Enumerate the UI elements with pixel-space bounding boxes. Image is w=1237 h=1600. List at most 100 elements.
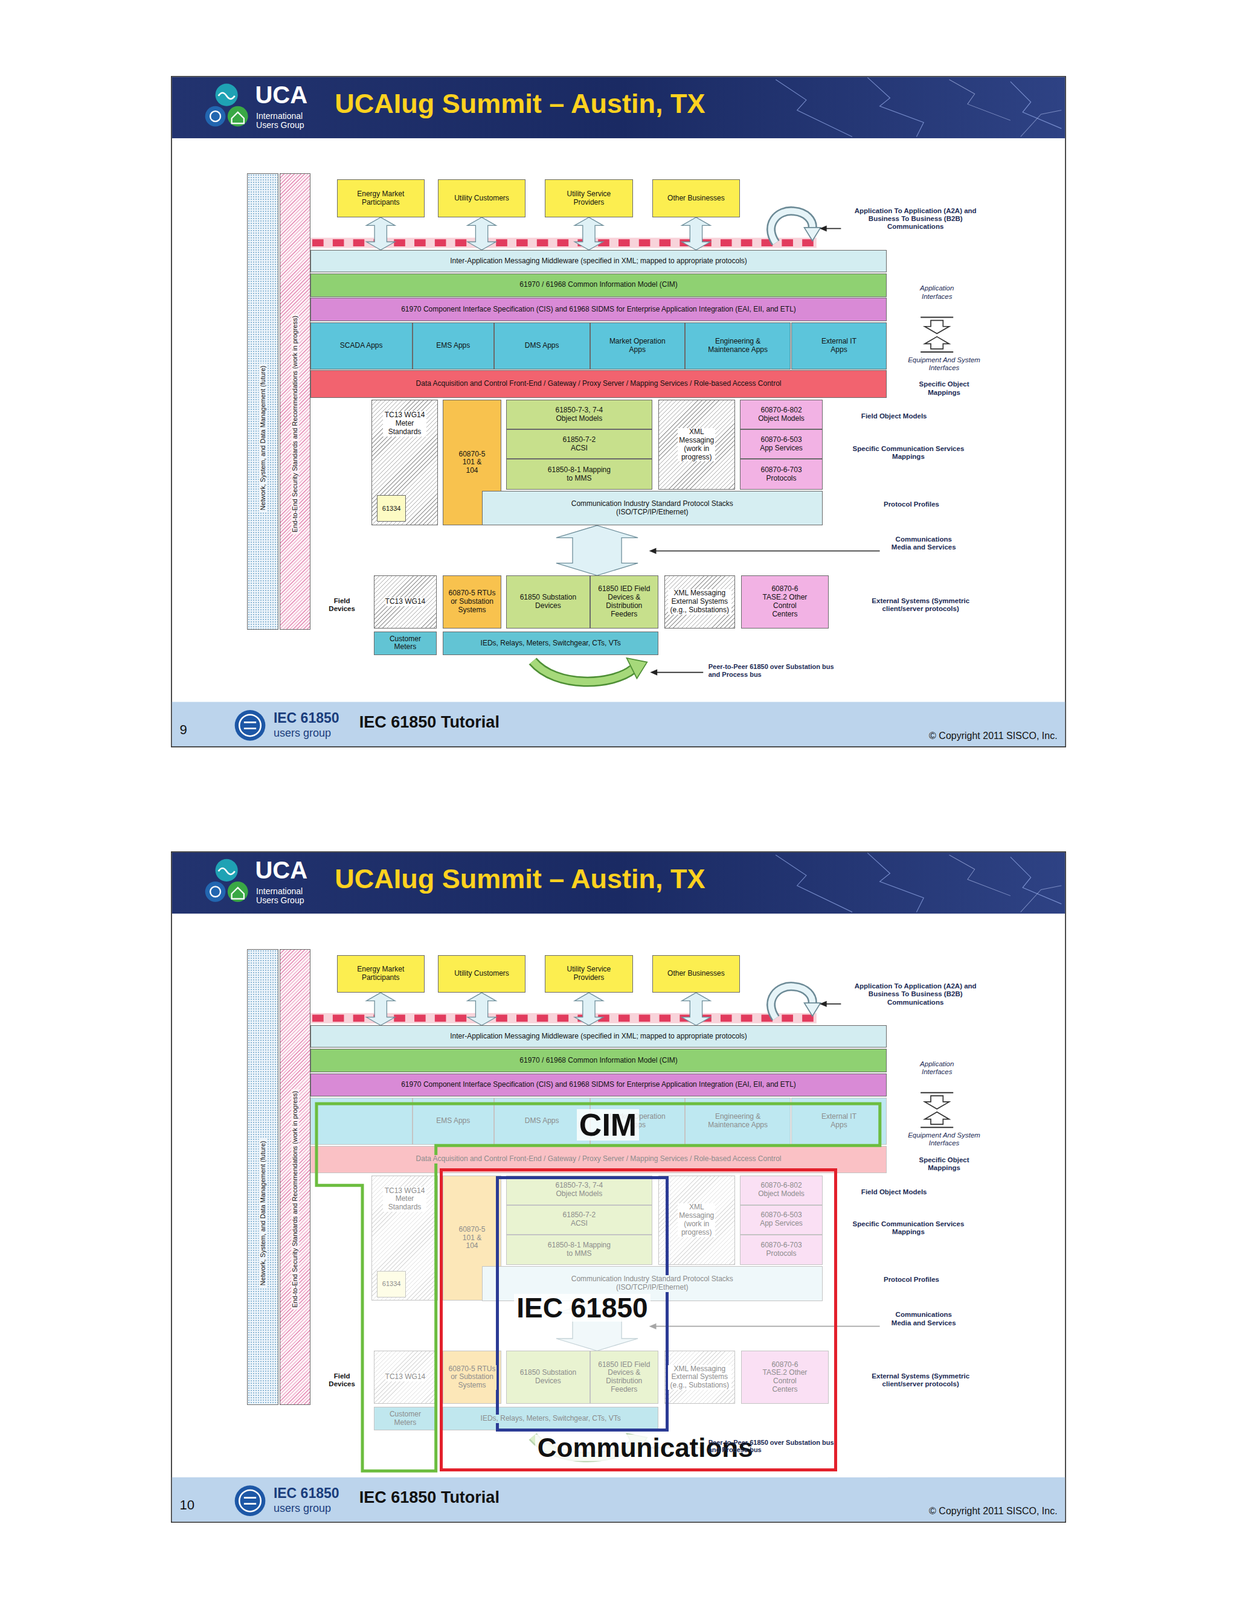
double-arrow [681, 217, 711, 251]
label-text: Application To Application (A2A) and Bus… [843, 982, 987, 1007]
label-text: 10 [179, 1499, 194, 1513]
node-text: 61850-7-3, 7-4 Object Models [549, 406, 610, 424]
label-box: © Copyright 2011 SISCO, Inc. [649, 730, 1058, 742]
label-box: International [256, 886, 303, 897]
label-box: Protocol Profiles [870, 1273, 952, 1285]
stakeholder-box: Utility Customers [437, 955, 526, 994]
standard-box: 61850-7-2 ACSI [506, 429, 653, 460]
node-text: IEDs, Relays, Meters, Switchgear, CTs, V… [480, 639, 621, 649]
protocol-stack-box: Communication Industry Standard Protocol… [481, 491, 823, 527]
node-text: 61850 IED Field Devices & Distribution F… [595, 1361, 653, 1395]
node-text: XML Messaging (work in progress) [677, 428, 716, 462]
node-text: 60870-6-503 App Services [758, 1211, 806, 1229]
node-text: 60870-6-802 Object Models [757, 1182, 806, 1199]
label-text: Communications Media and Services [885, 1311, 963, 1327]
node-text: 61850 Substation Devices [514, 1369, 582, 1387]
label-text: Equipment And System Interfaces [907, 1131, 981, 1148]
label-box: © Copyright 2011 SISCO, Inc. [649, 1506, 1058, 1518]
stakeholder-box: Utility Service Providers [544, 179, 633, 218]
standard-box: 61850-7-2 ACSI [506, 1205, 653, 1236]
node-text: Engineering & Maintenance Apps [701, 1113, 775, 1131]
cim-outline-shape [316, 1104, 881, 1472]
hatched-standard-box: XML Messaging External Systems (e.g., Su… [664, 1351, 736, 1405]
label-box: UCAIug Summit – Austin, TX [334, 89, 705, 118]
standard-box: 61850 Substation Devices [506, 575, 591, 629]
label-text: Specific Object Mappings [907, 1156, 981, 1173]
standard-box: 60870-6 TASE.2 Other Control Centers [741, 1351, 829, 1405]
label-text: Users Group [256, 120, 304, 130]
node-text: TC13 WG14 [385, 597, 426, 607]
node-text: Customer Meters [384, 635, 427, 653]
label-box: IEC 61850 Tutorial [359, 714, 500, 731]
node-text: Market Operation Apps [604, 337, 671, 355]
stakeholder-box: Utility Service Providers [544, 955, 633, 994]
node-text: TC13 WG14 [385, 1373, 426, 1382]
node-text: 60870-6-703 Protocols [757, 1241, 806, 1259]
label-text: Peer-to-Peer 61850 over Substation bus a… [708, 1439, 836, 1455]
device-box: IEDs, Relays, Meters, Switchgear, CTs, V… [442, 1407, 659, 1431]
band-text: Network, System, and Data Management (fu… [259, 363, 267, 513]
node-text: TC13 WG14 Meter Standards [382, 411, 427, 437]
label-text: Application To Application (A2A) and Bus… [843, 207, 987, 232]
label-box: Protocol Profiles [870, 498, 952, 510]
label-box: External Systems (Symmetric client/serve… [869, 597, 972, 614]
layer-bar: Inter-Application Messaging Middleware (… [310, 1025, 888, 1048]
label-box: International [256, 110, 303, 122]
node-text: 61334 [382, 1280, 402, 1289]
label-box: Communications Media and Services [885, 535, 963, 553]
layer-bar: 61970 Component Interface Specification … [310, 297, 888, 322]
label-box: IEC 61850 [273, 711, 340, 726]
label-text: Peer-to-Peer 61850 over Substation bus a… [708, 663, 836, 679]
hatched-standard-box: TC13 WG14 Meter Standards 61334 [371, 1175, 438, 1302]
standard-box: 61850 Substation Devices [506, 1351, 591, 1405]
stakeholder-box: Utility Customers [437, 179, 526, 218]
label-text: Protocol Profiles [883, 1276, 940, 1285]
standard-box: 60870-6-802 Object Models [739, 1175, 823, 1206]
label-box: IEC 61850 [273, 1487, 340, 1501]
label-text: users group [273, 727, 331, 739]
standard-box: 60870-5 RTUs or Substation Systems [442, 1351, 501, 1405]
node-text: Utility Customers [454, 970, 510, 979]
label-box: 10 [179, 1499, 194, 1513]
label-box: Specific Communication Services Mappings [852, 445, 965, 462]
label-text: Field Object Models [861, 1188, 928, 1197]
label-text: Field Devices [322, 597, 362, 614]
node-text: TC13 WG14 Meter Standards [382, 1187, 427, 1213]
label-text: © Copyright 2011 SISCO, Inc. [928, 731, 1058, 742]
node-text: 60870-6-503 App Services [758, 436, 806, 454]
node-text: Energy Market Participants [350, 190, 411, 208]
node-text: Other Businesses [667, 194, 725, 203]
band-text: End-to-End Security Standards and Recomm… [291, 314, 299, 535]
label-box: users group [273, 1503, 331, 1515]
double-arrow [366, 217, 396, 251]
label-box: Field Object Models [843, 1186, 946, 1198]
label-text: External Systems (Symmetric client/serve… [869, 1372, 972, 1389]
application-box: SCADA Apps [310, 322, 413, 370]
band-text: Network, System, and Data Management (fu… [259, 1139, 267, 1289]
node-text: DMS Apps [524, 341, 560, 351]
node-text: Other Businesses [667, 970, 725, 979]
label-box: 9 [179, 723, 187, 737]
label-text: IEC 61850 [273, 1487, 340, 1501]
layer-bar: 61970 Component Interface Specification … [310, 1073, 888, 1098]
label-text: IEC 61850 Tutorial [359, 714, 500, 731]
standard-box: 60870-6-503 App Services [739, 429, 823, 460]
label-text: UCAIug Summit – Austin, TX [334, 89, 705, 118]
label-box: Communications Media and Services [885, 1311, 963, 1328]
label-text: Equipment And System Interfaces [907, 356, 981, 373]
label-box: Users Group [256, 119, 304, 131]
device-box: Customer Meters [373, 1407, 438, 1431]
node-text: 60870-5 RTUs or Substation Systems [448, 1365, 497, 1391]
node-text: IEDs, Relays, Meters, Switchgear, CTs, V… [480, 1415, 621, 1424]
label-box: Specific Communication Services Mappings [852, 1220, 965, 1237]
node-text: 61970 Component Interface Specification … [401, 305, 797, 315]
node-text: 60870-6 TASE.2 Other Control Centers [760, 1361, 809, 1395]
node-text: 60870-5 101 & 104 [457, 1226, 487, 1251]
label-box: Application Interfaces [905, 1060, 969, 1077]
node-text: Customer Meters [384, 1410, 427, 1428]
node-text: XML Messaging External Systems (e.g., Su… [668, 589, 732, 615]
label-text: UCAIug Summit – Austin, TX [334, 865, 705, 893]
label-text: Field Object Models [861, 412, 928, 421]
node-text: XML Messaging (work in progress) [677, 1203, 716, 1237]
label-box: Peer-to-Peer 61850 over Substation bus a… [708, 1439, 836, 1456]
